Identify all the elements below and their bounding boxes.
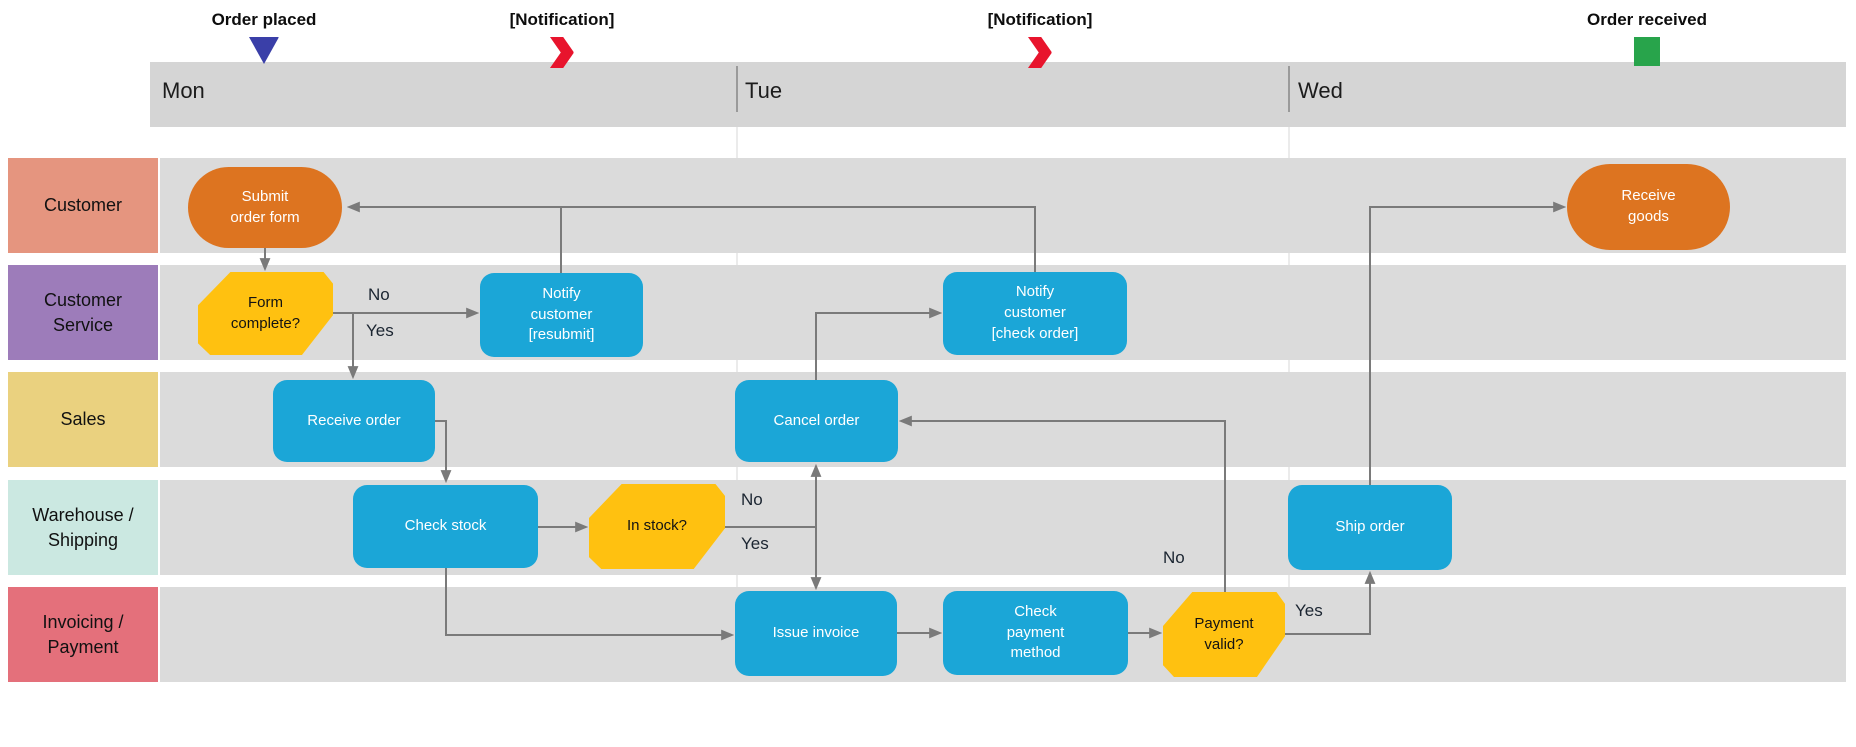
triangle-down-icon[interactable]: [249, 37, 279, 64]
lane-label-text: Invoicing / Payment: [42, 612, 124, 657]
lane-label-invoicing-payment[interactable]: Invoicing / Payment: [8, 587, 158, 682]
node-cancel-order[interactable]: Cancel order: [735, 380, 898, 462]
chevron-right-icon[interactable]: [1027, 37, 1052, 68]
node-label: Receive goods: [1621, 187, 1676, 225]
day-label-mon: Mon: [162, 78, 205, 103]
node-payment-valid[interactable]: Payment valid?: [1163, 592, 1285, 677]
node-receive-goods[interactable]: Receive goods: [1567, 164, 1730, 250]
lane-label-customer[interactable]: Customer: [8, 158, 158, 253]
edge-label-form-complete-yes: Yes: [366, 321, 394, 340]
node-check-payment-method[interactable]: Check payment method: [943, 591, 1128, 675]
node-ship-order[interactable]: Ship order: [1288, 485, 1452, 570]
milestone-label: Order received: [1586, 10, 1708, 29]
day-label-wed: Wed: [1298, 78, 1343, 103]
lane-label-warehouse-shipping[interactable]: Warehouse / Shipping: [8, 480, 158, 575]
chevron-right-icon[interactable]: [549, 37, 574, 68]
milestone-order-placed: Order placed: [211, 10, 317, 64]
node-label: Submit order form: [230, 187, 300, 226]
node-check-stock[interactable]: Check stock: [353, 485, 538, 568]
node-label: Form complete?: [230, 293, 301, 332]
node-label: Check payment method: [1006, 602, 1065, 662]
node-issue-invoice[interactable]: Issue invoice: [735, 591, 897, 676]
node-label: Payment valid?: [1194, 614, 1254, 653]
milestone-label: [Notification]: [987, 10, 1093, 29]
node-label: Ship order: [1335, 518, 1405, 536]
node-label: Issue invoice: [772, 624, 860, 642]
node-label: Cancel order: [773, 411, 860, 429]
milestone-label: [Notification]: [509, 10, 615, 29]
edge-label-form-complete-no: No: [368, 285, 390, 304]
node-label: Receive order: [307, 411, 401, 429]
node-submit-order-form[interactable]: Submit order form: [188, 167, 342, 248]
node-label: In stock?: [626, 517, 688, 535]
lane-label-text: Customer Service: [43, 290, 123, 335]
square-icon[interactable]: [1633, 37, 1660, 66]
node-label: Check stock: [404, 517, 487, 535]
lane-label-text: Customer: [43, 195, 123, 216]
node-notify-customer-resubmit[interactable]: Notify customer [resubmit]: [480, 273, 643, 357]
edge-label-in-stock-yes: Yes: [741, 534, 769, 553]
edge-label-in-stock-no: No: [741, 490, 763, 509]
day-divider-wed: [1288, 66, 1290, 112]
milestone-notification-2: [Notification]: [987, 10, 1093, 68]
lane-label-text: Sales: [60, 409, 106, 430]
node-label: Notify customer [resubmit]: [528, 284, 595, 344]
milestone-label: Order placed: [211, 10, 317, 29]
edge-label-payment-valid-no: No: [1163, 548, 1185, 567]
timeline-bar: [150, 62, 1846, 127]
node-in-stock[interactable]: In stock?: [589, 484, 725, 569]
milestone-notification-1: [Notification]: [509, 10, 615, 68]
day-divider-tue: [736, 66, 738, 112]
node-notify-customer-check-order[interactable]: Notify customer [check order]: [943, 272, 1127, 355]
lane-label-customer-service[interactable]: Customer Service: [8, 265, 158, 360]
lane-label-text: Warehouse / Shipping: [32, 505, 134, 550]
node-receive-order[interactable]: Receive order: [273, 380, 435, 462]
milestone-order-received: Order received: [1587, 10, 1707, 66]
node-form-complete[interactable]: Form complete?: [198, 272, 333, 355]
node-label: Notify customer [check order]: [991, 283, 1079, 342]
edge-label-payment-valid-yes: Yes: [1295, 601, 1323, 620]
day-label-tue: Tue: [745, 78, 783, 103]
lane-label-sales[interactable]: Sales: [8, 372, 158, 467]
